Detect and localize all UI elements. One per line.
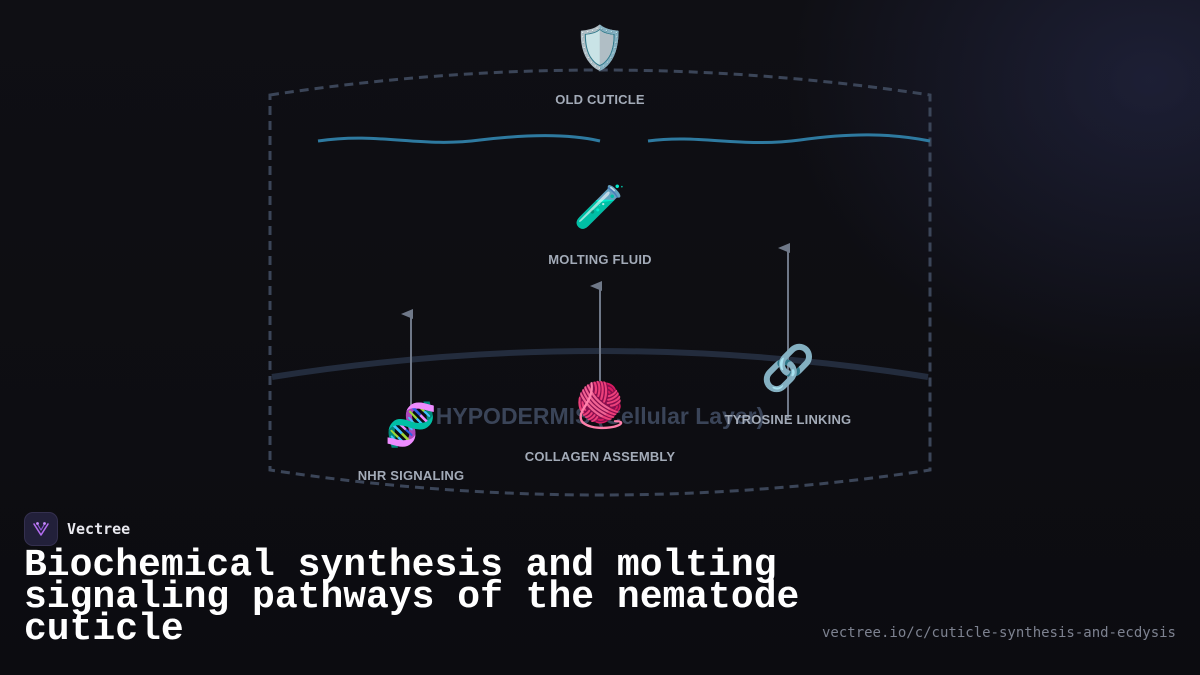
old-cuticle-line-left <box>317 134 601 144</box>
dna-icon: 🧬 <box>384 401 438 448</box>
shield-icon: 🛡️ <box>573 24 627 71</box>
link-icon: 🔗 <box>760 344 816 393</box>
node-label-old-cuticle: OLD CUTICLE <box>555 92 645 107</box>
yarn-ball-icon: 🧶 <box>572 381 628 430</box>
node-label-collagen-assembly: COLLAGEN ASSEMBLY <box>524 449 676 464</box>
organism-boundary <box>268 68 932 497</box>
vectree-logo-icon <box>24 512 58 546</box>
node-label-nhr-signaling: NHR SIGNALING <box>357 468 465 483</box>
brand-name: Vectree <box>67 520 131 538</box>
page-title: Biochemical synthesis and molting signal… <box>24 544 800 651</box>
brand: Vectree <box>24 512 130 546</box>
node-label-tyrosine-linking: TYROSINE LINKING <box>724 412 852 427</box>
old-cuticle-line-right <box>647 133 931 145</box>
test-tube-icon: 🧪 <box>573 183 627 230</box>
hypodermis-label: HYPODERMIS (Cellular Layer) <box>435 403 765 429</box>
node-label-molting-fluid: MOLTING FLUID <box>548 252 652 267</box>
page-url[interactable]: vectree.io/c/cuticle-synthesis-and-ecdys… <box>821 625 1176 641</box>
